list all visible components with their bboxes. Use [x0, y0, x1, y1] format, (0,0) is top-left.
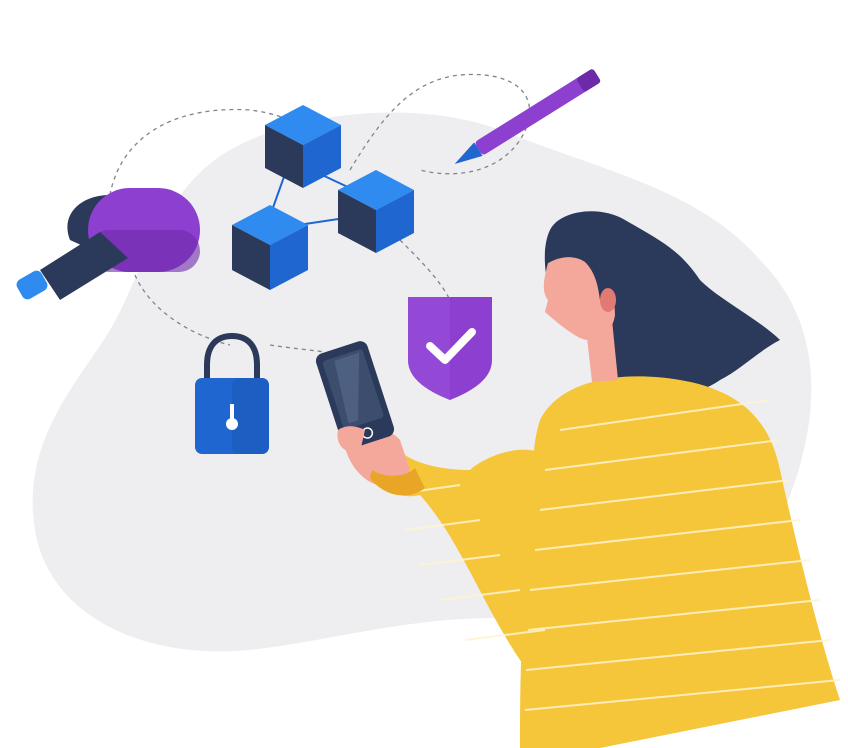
connector-cubes-to-shield — [399, 239, 451, 301]
padlock-shackle — [204, 332, 260, 388]
woman-ear — [600, 288, 616, 312]
connector-lock-to-phone — [269, 344, 326, 353]
vr-headset-icon — [16, 188, 200, 300]
woman-figure — [343, 211, 841, 748]
padlock-icon — [195, 332, 269, 454]
padlock-keyhole-stem — [230, 404, 234, 422]
pen-cap — [577, 69, 601, 92]
padlock-keyhole — [226, 418, 238, 430]
security-shield-check-icon — [408, 297, 492, 400]
connector-cubes-to-pen — [349, 73, 531, 175]
woman-cuff — [370, 468, 425, 496]
vr-headset-body — [40, 232, 128, 300]
vr-headset-lens-tip — [16, 270, 48, 300]
blockchain-cubes-icon — [232, 105, 414, 290]
cube-left — [232, 205, 308, 290]
woman-arm — [375, 449, 610, 694]
connector-vr-to-lock — [134, 274, 231, 346]
woman-hair-front — [545, 213, 637, 310]
smartphone-glare — [334, 352, 360, 424]
check-icon — [426, 328, 476, 364]
padlock-body-shade — [232, 378, 269, 454]
cube-top — [265, 105, 341, 188]
pen-tip — [454, 142, 483, 164]
digital-pen-icon — [454, 69, 601, 164]
smartphone-icon — [315, 341, 395, 449]
sweater-stripes — [389, 399, 841, 711]
cube-right — [338, 170, 414, 253]
pen-body — [475, 69, 600, 155]
woman-thumb — [337, 426, 365, 453]
